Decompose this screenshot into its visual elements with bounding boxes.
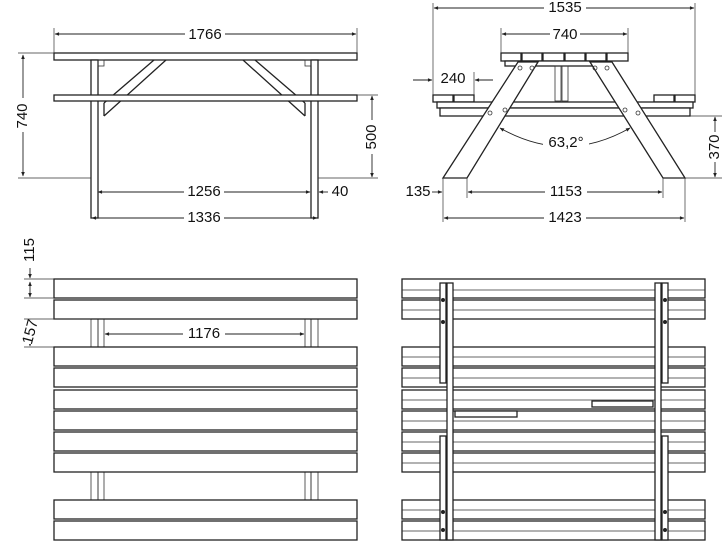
right-leg (310, 59, 319, 219)
dim-foot-width: 135 (405, 183, 430, 200)
seat-crossbeam (436, 101, 694, 109)
dim-inner-foot-span: 1153 (550, 183, 582, 200)
dim-seat-height: 500 (363, 124, 380, 149)
bench-plank (53, 94, 358, 102)
left-frame-rail (439, 282, 447, 384)
dim-outer-leg-span: 1336 (187, 209, 220, 226)
dim-overall-length: 1766 (188, 26, 221, 43)
brace-plate (454, 410, 518, 418)
brace-plate (591, 400, 654, 408)
side-view: 63,2° 1535 740 240 370 135 1153 1423 (405, 0, 723, 226)
top-view: 115 157 1176 (19, 238, 358, 541)
underside-planks (401, 278, 706, 541)
tabletop-boards (500, 52, 629, 62)
dim-leg-angle: 63,2° (548, 134, 583, 151)
left-brace (103, 59, 167, 117)
dim-leg-thickness: 40 (332, 183, 349, 200)
right-frame-rail (654, 282, 662, 541)
right-seat-board (653, 94, 675, 103)
right-a-leg (588, 61, 687, 179)
left-seat-board (432, 94, 454, 103)
dim-inner-frame-span: 1176 (188, 325, 220, 342)
right-brace (242, 59, 306, 117)
dim-seat-beam-height: 370 (706, 134, 723, 159)
dim-table-height: 740 (14, 103, 31, 128)
tabletop-plank (53, 52, 358, 61)
dim-tabletop-width: 740 (552, 26, 577, 43)
front-view: 1766 740 500 1256 40 1336 (14, 26, 380, 226)
dim-overall-width: 1535 (548, 0, 581, 16)
underside-view (401, 278, 706, 541)
dim-gap-width: 157 (19, 318, 42, 347)
dim-board-width: 115 (21, 238, 38, 262)
dim-outer-foot-span: 1423 (548, 209, 581, 226)
dim-inner-leg-span: 1256 (187, 183, 220, 200)
left-leg (90, 59, 99, 219)
top-view-planks (53, 278, 358, 541)
dim-seat-width: 240 (440, 70, 465, 87)
